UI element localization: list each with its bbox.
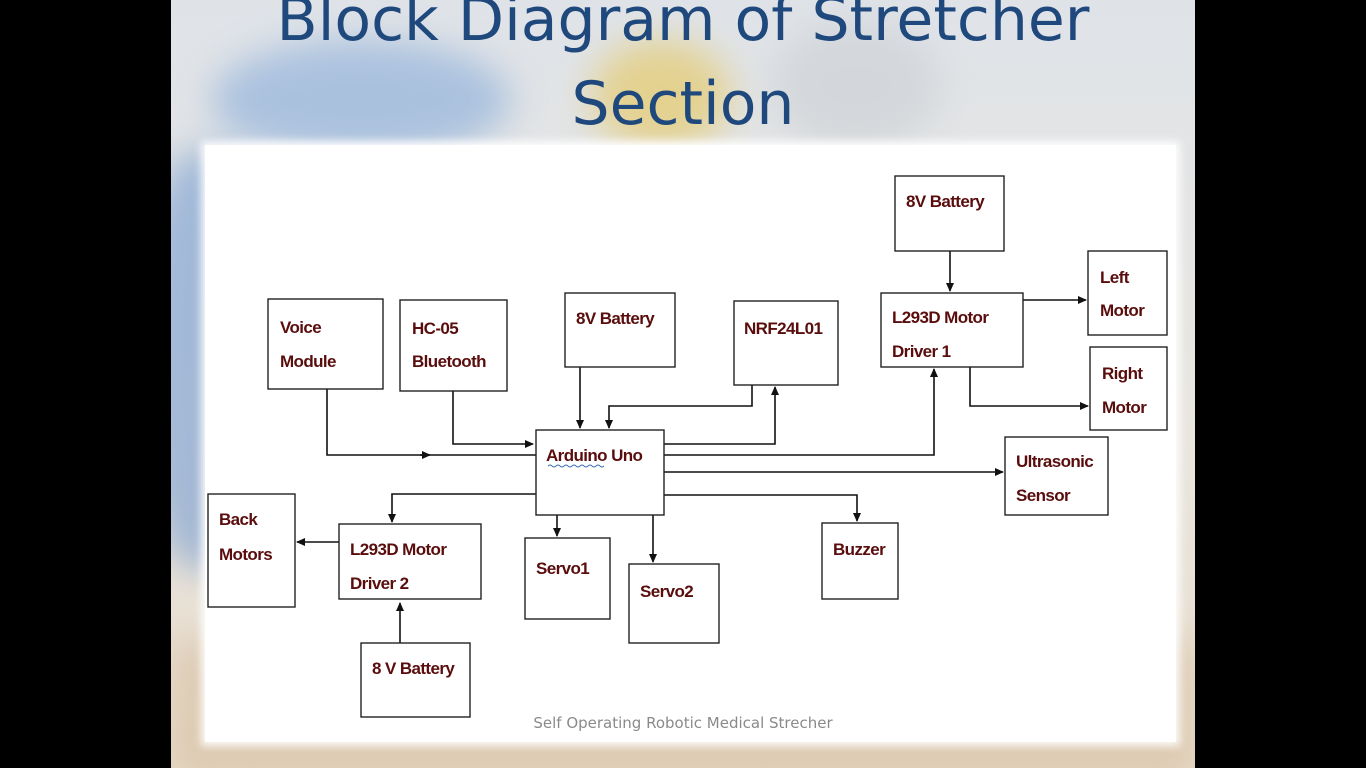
block-hc05-bluetooth-label-1: HC-05: [412, 319, 458, 338]
block-battery-top: 8V Battery: [894, 175, 1005, 252]
block-right-motor-label-1: Right: [1102, 364, 1143, 383]
block-servo-2-label: Servo2: [640, 582, 693, 601]
block-battery-mid: 8V Battery: [564, 292, 676, 368]
block-servo-1-label: Servo1: [536, 559, 589, 578]
connector-arduino-to-nrf: [664, 386, 779, 445]
block-nrf24l01: NRF24L01: [733, 300, 839, 386]
block-battery-bottom-label: 8 V Battery: [372, 659, 455, 678]
background-photo-frame: [591, 40, 731, 150]
block-motor-driver-1-label-1: L293D Motor: [892, 308, 989, 327]
block-motor-driver-2: L293D Motor Driver 2: [338, 523, 482, 600]
connector-driver1-to-right-motor: [969, 367, 1089, 410]
block-hc05-bluetooth-label-2: Bluetooth: [412, 352, 486, 371]
block-right-motor: Right Motor: [1089, 346, 1168, 431]
block-ultrasonic-sensor-label-1: Ultrasonic: [1016, 452, 1093, 471]
block-back-motors: Back Motors: [207, 493, 296, 608]
block-buzzer: Buzzer: [821, 522, 899, 600]
background-photo-pillow: [211, 40, 511, 160]
block-voice-module-label-2: Module: [280, 352, 336, 371]
block-battery-top-label: 8V Battery: [906, 192, 985, 211]
block-arduino-uno-label: Arduino Uno: [546, 446, 643, 465]
block-motor-driver-1: L293D Motor Driver 1: [880, 292, 1024, 368]
block-voice-module-label-1: Voice: [280, 318, 321, 337]
block-back-motors-label-1: Back: [219, 510, 258, 529]
slide-title: Block Diagram of Stretcher Section: [276, 0, 1090, 139]
block-left-motor: Left Motor: [1087, 250, 1168, 336]
connector-arduino-to-buzzer: [664, 494, 861, 522]
block-voice-module: Voice Module: [267, 298, 384, 390]
block-left-motor-label-1: Left: [1100, 268, 1130, 287]
block-servo-1: Servo1: [524, 537, 611, 620]
block-right-motor-label-2: Motor: [1102, 398, 1147, 417]
block-motor-driver-2-label-1: L293D Motor: [350, 540, 447, 559]
spellcheck-underline: [547, 464, 605, 468]
connector-voice-to-arduino: [326, 389, 430, 456]
block-battery-mid-label: 8V Battery: [576, 309, 655, 328]
block-left-motor-label-2: Motor: [1100, 301, 1145, 320]
slide-footer: Self Operating Robotic Medical Strecher: [533, 714, 833, 732]
block-battery-bottom: 8 V Battery: [360, 642, 471, 718]
block-nrf24l01-label: NRF24L01: [744, 319, 822, 338]
block-motor-driver-2-label-2: Driver 2: [350, 574, 409, 593]
connector-nrf-to-arduino: [605, 385, 753, 429]
block-back-motors-label-2: Motors: [219, 545, 272, 564]
connector-arduino-to-driver1: [664, 368, 938, 456]
block-hc05-bluetooth: HC-05 Bluetooth: [399, 299, 508, 392]
block-motor-driver-1-label-2: Driver 1: [892, 342, 951, 361]
block-ultrasonic-sensor-label-2: Sensor: [1016, 486, 1071, 505]
background-photo-device: [771, 20, 941, 150]
block-ultrasonic-sensor: Ultrasonic Sensor: [1004, 436, 1109, 516]
connector-arduino-to-driver2: [388, 493, 536, 523]
block-buzzer-label: Buzzer: [833, 540, 886, 559]
block-arduino-uno: Arduino Uno: [535, 429, 665, 516]
block-servo-2: Servo2: [628, 563, 720, 644]
connector-bluetooth-to-arduino: [452, 391, 534, 448]
connections: [296, 251, 1089, 643]
